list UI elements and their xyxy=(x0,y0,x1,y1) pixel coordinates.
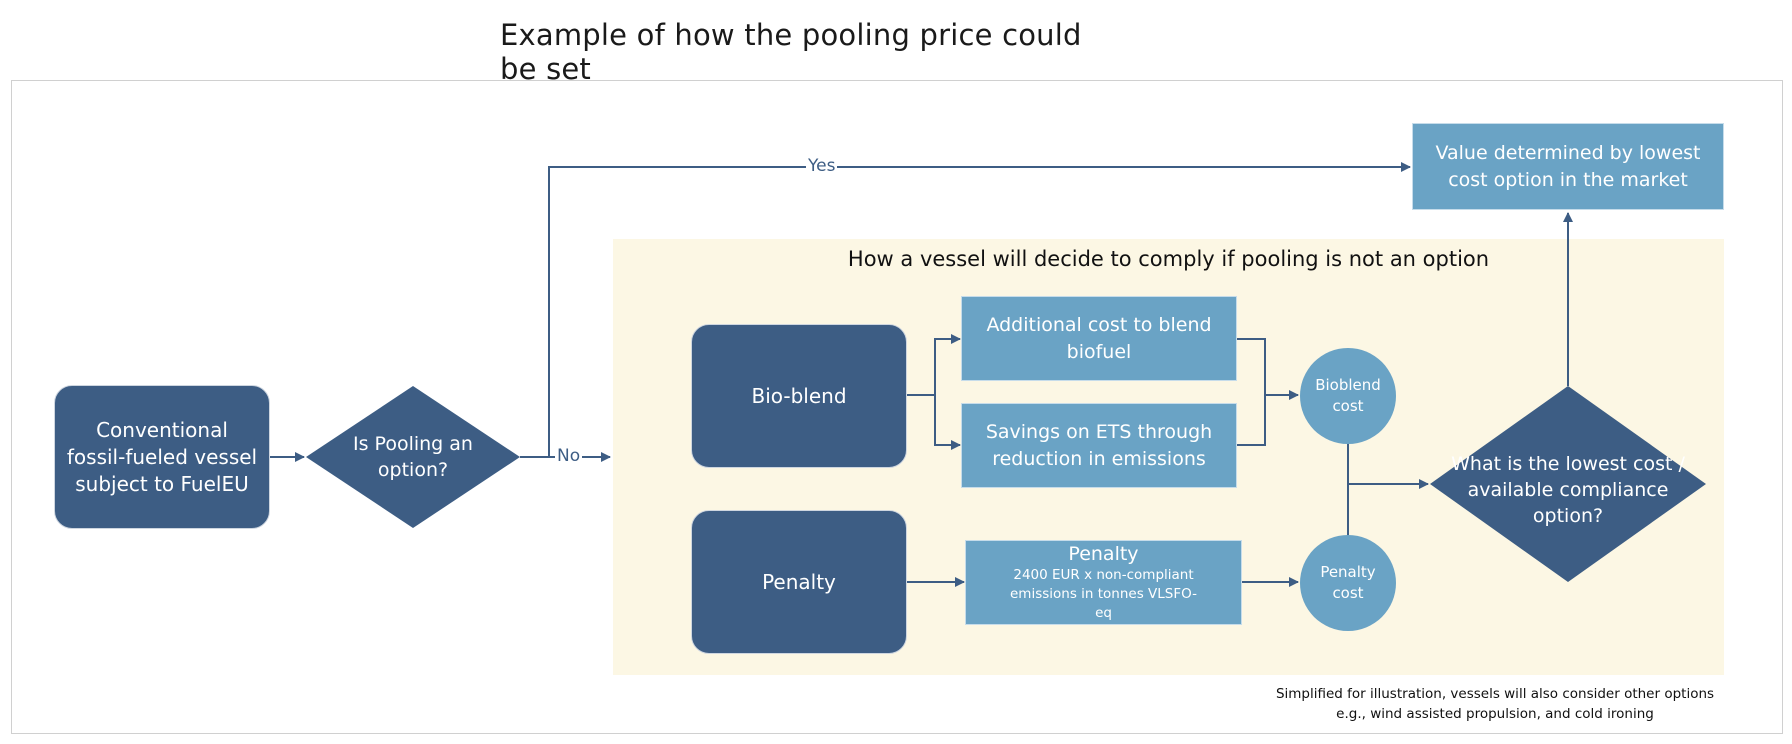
compliance-panel-title: How a vessel will decide to comply if po… xyxy=(847,247,1490,271)
blend-cost-node: Additional cost to blend biofuel xyxy=(961,296,1237,381)
yes-label: Yes xyxy=(806,156,838,176)
diagram-frame xyxy=(11,80,1783,734)
footnote: Simplified for illustration, vessels wil… xyxy=(1230,684,1760,724)
lowest-cost-question-label: What is the lowest cost / available comp… xyxy=(1451,453,1685,527)
edge-yes xyxy=(548,162,1411,457)
edge-blend-merge xyxy=(1236,338,1266,446)
penalty-calc-node: Penalty 2400 EUR x non-compliant emissio… xyxy=(965,540,1242,625)
pooling-question-label: Is Pooling an option? xyxy=(353,433,473,481)
diagram-title: Example of how the pooling price could b… xyxy=(500,18,1082,86)
bio-blend-node: Bio-blend xyxy=(691,324,907,468)
start-node: Conventional fossil-fueled vessel subjec… xyxy=(54,385,270,529)
edge-bio-split xyxy=(905,334,961,396)
lowest-cost-diamond xyxy=(1430,386,1706,582)
edge-bio-split-lower xyxy=(934,395,961,450)
ets-savings-node: Savings on ETS through reduction in emis… xyxy=(961,403,1237,488)
penalty-cost-node: Penalty cost xyxy=(1300,535,1396,631)
pooling-question-diamond xyxy=(306,386,520,528)
no-label: No xyxy=(555,446,583,466)
result-node: Value determined by lowest cost option i… xyxy=(1412,123,1724,210)
footnote-line-1: Simplified for illustration, vessels wil… xyxy=(1275,686,1715,702)
penalty-node: Penalty xyxy=(691,510,907,654)
bioblend-cost-node: Bioblend cost xyxy=(1300,348,1396,444)
footnote-line-2: e.g., wind assisted propulsion, and cold… xyxy=(1336,706,1654,722)
